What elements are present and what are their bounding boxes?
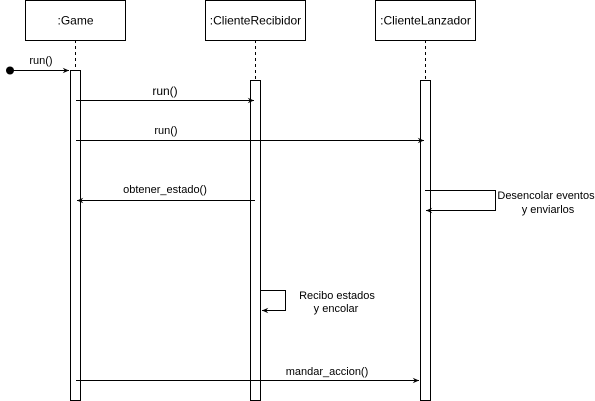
self-message-recibo-line1: Recibo estados — [299, 290, 375, 302]
participant-game[interactable]: :Game — [25, 0, 126, 41]
message-run-launcher-label: run() — [154, 125, 177, 137]
self-message-recibo: Recibo estados y encolar — [260, 290, 375, 315]
participant-receiver[interactable]: :ClienteRecibidor — [205, 0, 306, 41]
message-mandar-accion-label: mandar_accion() — [286, 366, 369, 378]
self-message-desencolar: Desencolar eventos y enviarlos — [425, 190, 595, 216]
message-obtener-estado: obtener_estado() — [77, 184, 255, 204]
message-run-game-label: run() — [29, 55, 52, 67]
message-run-game: run() — [6, 55, 69, 75]
activation-game — [70, 70, 81, 401]
participant-game-label: :Game — [57, 14, 93, 28]
message-run-receiver: run() — [76, 84, 254, 104]
message-run-launcher: run() — [76, 125, 424, 144]
activation-launcher — [420, 80, 431, 401]
self-message-desencolar-line2: y enviarlos — [522, 204, 575, 216]
self-message-recibo-line2: y encolar — [314, 303, 359, 315]
message-obtener-estado-label: obtener_estado() — [123, 184, 207, 196]
message-mandar-accion: mandar_accion() — [76, 366, 419, 384]
participant-launcher-label: :ClienteLanzador — [380, 14, 471, 28]
self-message-desencolar-line1: Desencolar eventos — [497, 190, 595, 202]
activation-receiver — [250, 80, 261, 401]
participant-receiver-label: :ClienteRecibidor — [210, 14, 301, 28]
message-run-receiver-label: run() — [152, 84, 177, 98]
participant-launcher[interactable]: :ClienteLanzador — [375, 0, 476, 41]
